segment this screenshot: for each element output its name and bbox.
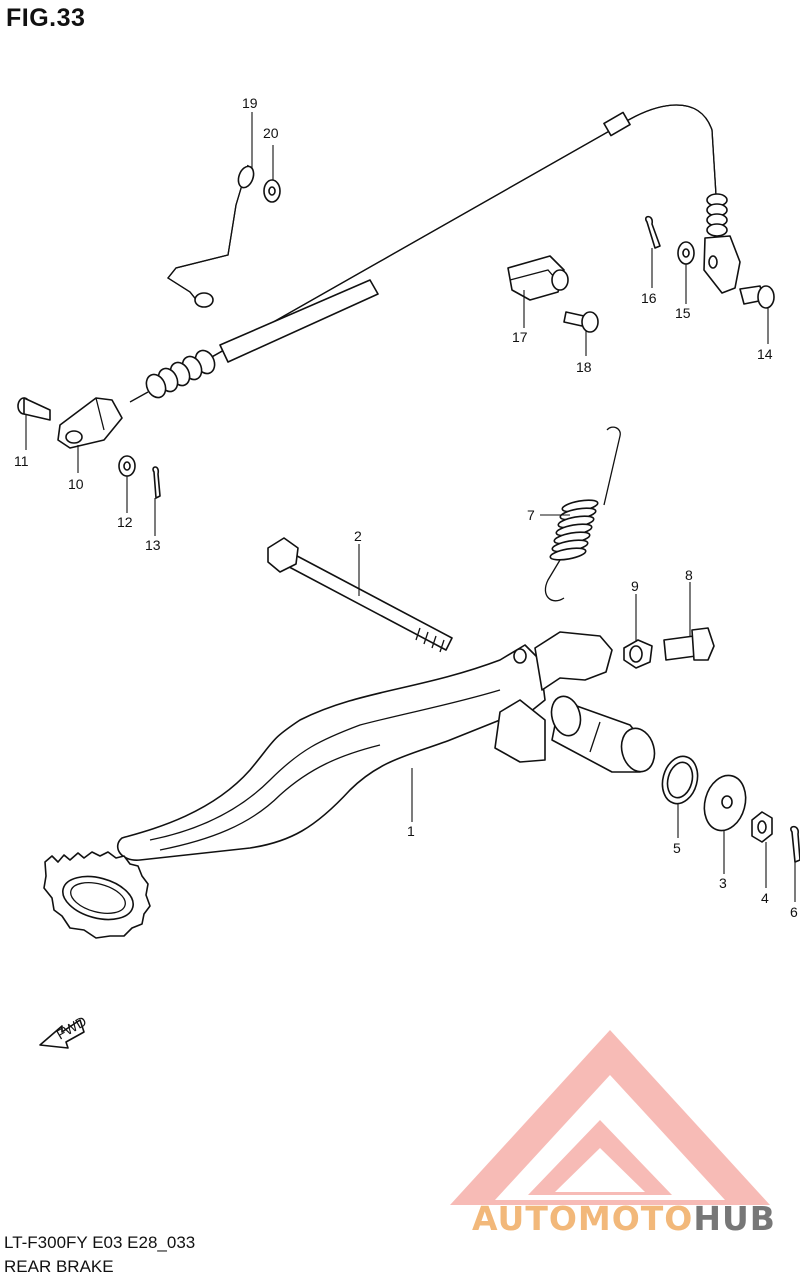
watermark-text-part2: HUB (693, 1199, 776, 1238)
callout-19: 19 (242, 95, 258, 111)
callout-13: 13 (145, 537, 161, 553)
pin-part-11 (17, 397, 51, 421)
clevis-part-10 (57, 397, 123, 449)
cotter-pin-part-16 (645, 215, 661, 249)
clamp-part-17 (507, 255, 569, 301)
model-code: LT-F300FY E03 E28_033 (4, 1233, 196, 1252)
bolt-part-2 (267, 537, 453, 653)
pin-part-14 (739, 285, 775, 309)
callout-14: 14 (757, 346, 773, 362)
fwd-arrow-icon: FWD (39, 1013, 89, 1049)
brake-rod-part-19 (167, 164, 255, 308)
callout-4: 4 (761, 890, 769, 906)
spring-part-7 (544, 426, 621, 602)
callout-20: 20 (263, 125, 279, 141)
callout-10: 10 (68, 476, 84, 492)
callout-7: 7 (527, 507, 535, 523)
section-name: REAR BRAKE (4, 1257, 114, 1276)
watermark-text: AUTOMOTOHUB (472, 1199, 776, 1238)
callout-11: 11 (14, 453, 29, 469)
washer-part-20 (263, 179, 281, 203)
callout-2: 2 (354, 528, 362, 544)
nut-part-4 (751, 811, 773, 843)
washer-part-12 (118, 455, 136, 477)
callout-labels: 1 2 3 4 5 6 7 8 9 10 11 12 13 14 15 16 1… (14, 95, 798, 920)
watermark-text-part1: AUTOMOTO (472, 1199, 694, 1238)
leader-lines (25, 112, 796, 902)
bolt-part-18 (563, 311, 599, 333)
callout-5: 5 (673, 840, 681, 856)
callout-8: 8 (685, 567, 693, 583)
callout-18: 18 (576, 359, 592, 375)
callout-6: 6 (790, 904, 798, 920)
callout-15: 15 (675, 305, 691, 321)
callout-12: 12 (117, 514, 133, 530)
cotter-pin-part-13 (152, 466, 161, 499)
washer-part-3 (703, 774, 747, 832)
figure-title: FIG.33 (6, 4, 86, 32)
callout-3: 3 (719, 875, 727, 891)
brake-cable (129, 104, 741, 403)
o-ring-part-5 (661, 755, 699, 805)
watermark-logo (450, 1030, 770, 1205)
bolt-part-8 (663, 627, 715, 661)
nut-part-9 (623, 639, 653, 669)
callout-1: 1 (407, 823, 415, 839)
brake-pedal-part-1 (43, 631, 656, 939)
callout-16: 16 (641, 290, 657, 306)
washer-part-15 (677, 241, 695, 265)
callout-9: 9 (631, 578, 639, 594)
callout-17: 17 (512, 329, 528, 345)
cotter-pin-part-6 (790, 825, 800, 863)
